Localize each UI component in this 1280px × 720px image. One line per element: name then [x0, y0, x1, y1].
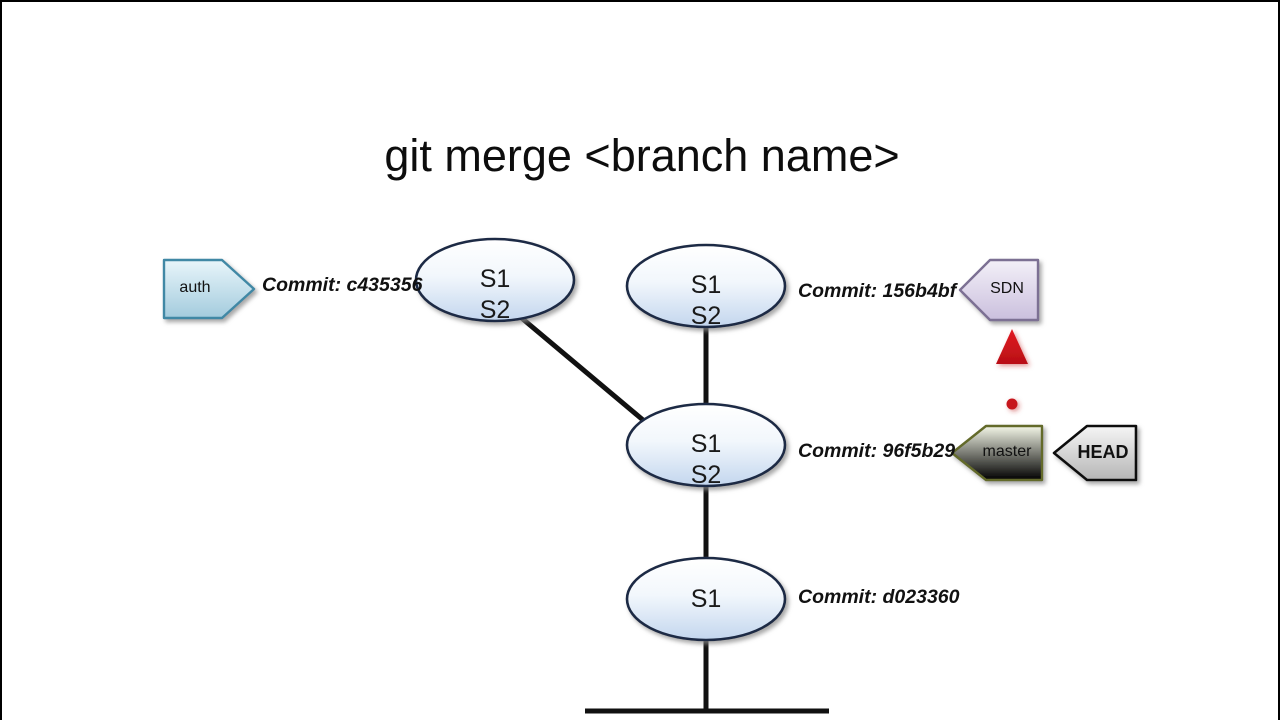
red-up-arrow-icon	[996, 329, 1028, 410]
commit-edges	[516, 313, 829, 714]
tag-head[interactable]	[1052, 424, 1138, 482]
page-title: git merge <branch name>	[384, 130, 900, 181]
commit-label-c435356: Commit: c435356	[262, 274, 423, 296]
commit-label-d023360: Commit: d023360	[798, 586, 960, 608]
tag-auth[interactable]	[162, 258, 256, 320]
edge-auth-to-master	[516, 313, 645, 422]
tag-sdn[interactable]	[958, 258, 1040, 322]
commit-node-156b4bf[interactable]	[625, 243, 787, 329]
commit-node-96f5b29[interactable]	[625, 402, 787, 488]
commit-label-156b4bf: Commit: 156b4bf	[798, 280, 957, 302]
commit-node-c435356[interactable]	[414, 237, 576, 323]
commit-label-96f5b29: Commit: 96f5b29	[798, 440, 956, 462]
commit-node-d023360[interactable]	[625, 556, 787, 642]
tag-master[interactable]	[950, 424, 1044, 482]
